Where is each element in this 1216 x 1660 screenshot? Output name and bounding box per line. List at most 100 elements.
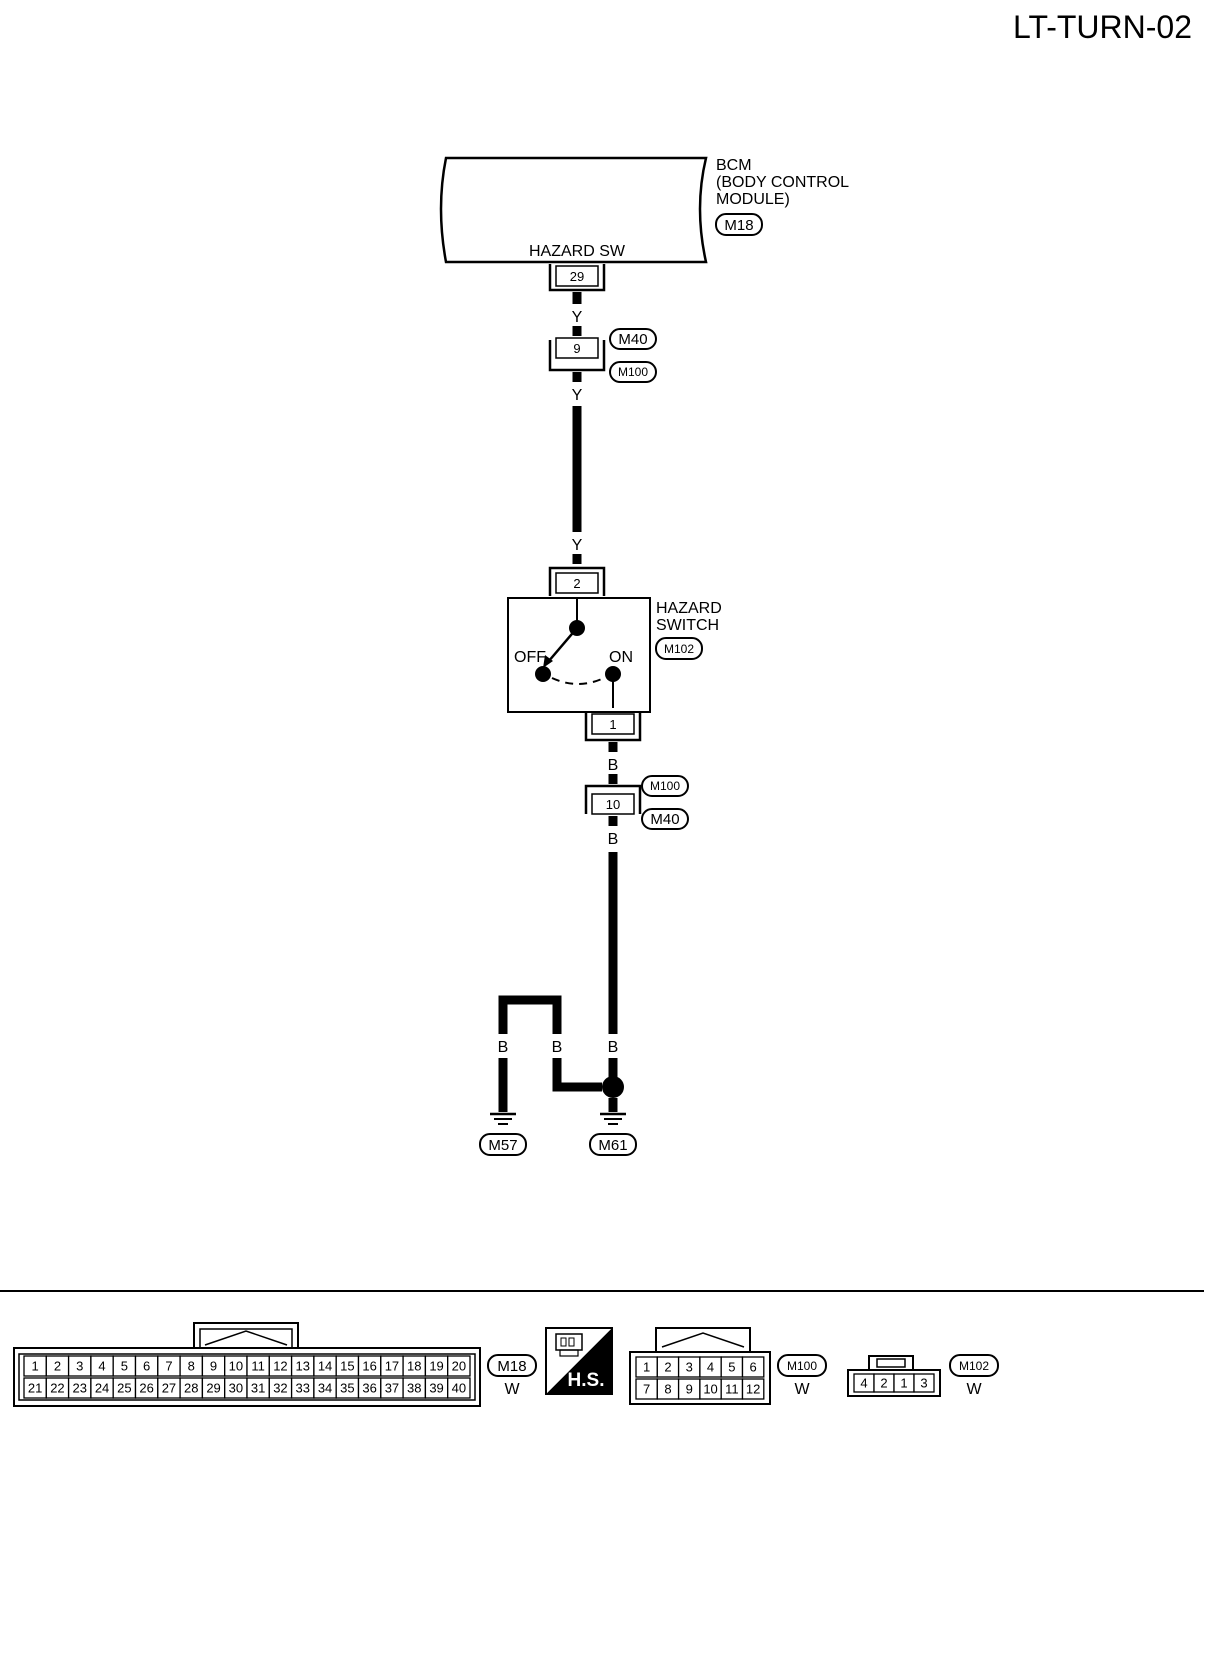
m18-pin-label: 1 xyxy=(32,1359,39,1374)
m18-pin-label: 10 xyxy=(229,1359,243,1374)
wire-y-segment-2[interactable]: Y Y xyxy=(572,372,583,564)
wire-color-label-b-3: B xyxy=(608,1039,619,1056)
hazard-switch-connector-badge[interactable]: M102 xyxy=(655,637,703,660)
m18-pin-32[interactable]: 32 xyxy=(268,1377,293,1399)
m18-pin-label: 29 xyxy=(206,1381,220,1396)
m18-pin-label: 19 xyxy=(429,1359,443,1374)
m18-pin-36[interactable]: 36 xyxy=(357,1377,382,1399)
m100-pin-1[interactable]: 1 xyxy=(635,1356,658,1378)
m18-pin-40[interactable]: 40 xyxy=(447,1377,471,1399)
m18-pin-23[interactable]: 23 xyxy=(67,1377,92,1399)
m18-pin-30[interactable]: 30 xyxy=(224,1377,248,1399)
hazard-switch-pin-top[interactable]: 2 xyxy=(548,566,606,596)
m18-pin-24[interactable]: 24 xyxy=(90,1377,114,1399)
m18-pin-33[interactable]: 33 xyxy=(290,1377,315,1399)
hazard-switch-pin-bottom[interactable]: 1 xyxy=(584,712,642,742)
wire-color-label-b-5: B xyxy=(552,1039,563,1056)
m18-pin-19[interactable]: 19 xyxy=(424,1355,449,1377)
m18-pin-37[interactable]: 37 xyxy=(380,1377,404,1399)
m100-pin-label: 10 xyxy=(703,1382,717,1397)
m18-pin-8[interactable]: 8 xyxy=(179,1355,204,1377)
m18-pin-31[interactable]: 31 xyxy=(246,1377,270,1399)
m100-pin-11[interactable]: 11 xyxy=(720,1378,744,1400)
m100-pin-10[interactable]: 10 xyxy=(699,1378,722,1400)
wire-y-segment-1[interactable]: Y xyxy=(572,292,583,336)
m18-pin-25[interactable]: 25 xyxy=(112,1377,137,1399)
m18-pin-1[interactable]: 1 xyxy=(23,1355,47,1377)
bcm-name-line-2: (BODY CONTROL xyxy=(716,174,849,191)
m18-pin-35[interactable]: 35 xyxy=(335,1377,360,1399)
m18-pin-26[interactable]: 26 xyxy=(134,1377,159,1399)
m18-pin-38[interactable]: 38 xyxy=(402,1377,427,1399)
m100-view-color: W xyxy=(794,1381,810,1398)
bcm-module[interactable]: BCM (BODY CONTROL MODULE) M18 HAZARD SW xyxy=(439,156,849,264)
m102-pin-label: 3 xyxy=(920,1376,927,1391)
m18-pin-10[interactable]: 10 xyxy=(224,1355,248,1377)
m18-pin-28[interactable]: 28 xyxy=(179,1377,204,1399)
m18-pin-39[interactable]: 39 xyxy=(424,1377,449,1399)
m100-pin-3[interactable]: 3 xyxy=(677,1356,701,1378)
m18-pin-13[interactable]: 13 xyxy=(290,1355,315,1377)
joint-connector-top[interactable]: 9 M40 M100 xyxy=(548,328,657,383)
m18-pin-22[interactable]: 22 xyxy=(45,1377,70,1399)
m100-pin-label: 8 xyxy=(664,1382,671,1397)
m18-pin-20[interactable]: 20 xyxy=(447,1355,471,1377)
wire-color-label-y-2: Y xyxy=(572,387,583,404)
bcm-terminal-29[interactable]: 29 xyxy=(548,264,606,292)
m18-pin-7[interactable]: 7 xyxy=(157,1355,181,1377)
hazard-switch[interactable]: 2 OFF ON HAZARD SWITCH M102 1 xyxy=(507,566,722,742)
m18-pin-label: 4 xyxy=(98,1359,105,1374)
joint-bottom-connector-badge-2[interactable]: M40 xyxy=(641,808,689,830)
m100-pin-6[interactable]: 6 xyxy=(741,1356,765,1378)
m100-pin-5[interactable]: 5 xyxy=(720,1356,744,1378)
m102-pin-1[interactable]: 1 xyxy=(893,1373,915,1393)
m100-pin-9[interactable]: 9 xyxy=(677,1378,701,1400)
m18-pin-16[interactable]: 16 xyxy=(357,1355,382,1377)
wire-b-segment-2[interactable]: B B xyxy=(608,816,619,1080)
switch-off-label: OFF xyxy=(514,649,546,666)
m100-pin-4[interactable]: 4 xyxy=(699,1356,722,1378)
joint-top-connector-badge-1[interactable]: M40 xyxy=(609,328,657,350)
m100-pin-label: 4 xyxy=(707,1360,714,1375)
m18-pin-4[interactable]: 4 xyxy=(90,1355,114,1377)
m102-pin-4[interactable]: 4 xyxy=(853,1373,875,1393)
m18-pin-15[interactable]: 15 xyxy=(335,1355,360,1377)
m18-pin-label: 27 xyxy=(162,1381,176,1396)
m18-pin-29[interactable]: 29 xyxy=(201,1377,226,1399)
m18-pin-18[interactable]: 18 xyxy=(402,1355,427,1377)
m102-pin-2[interactable]: 2 xyxy=(873,1373,895,1393)
m18-pin-9[interactable]: 9 xyxy=(201,1355,226,1377)
m18-pin-6[interactable]: 6 xyxy=(134,1355,159,1377)
wire-b-ground-loop[interactable]: B B xyxy=(498,995,624,1112)
m18-pin-12[interactable]: 12 xyxy=(268,1355,293,1377)
wire-b-segment-1[interactable]: B xyxy=(608,742,619,784)
m18-pin-11[interactable]: 11 xyxy=(246,1355,270,1377)
m102-pin-label: 4 xyxy=(860,1376,867,1391)
m18-pin-5[interactable]: 5 xyxy=(112,1355,137,1377)
m100-pin-12[interactable]: 12 xyxy=(741,1378,765,1400)
m18-view-id: M18 xyxy=(497,1358,526,1375)
m18-pin-3[interactable]: 3 xyxy=(67,1355,92,1377)
m100-pin-7[interactable]: 7 xyxy=(635,1378,658,1400)
m100-pin-2[interactable]: 2 xyxy=(656,1356,680,1378)
m18-pin-label: 9 xyxy=(210,1359,217,1374)
m18-pin-14[interactable]: 14 xyxy=(313,1355,337,1377)
joint-top-connector-badge-2[interactable]: M100 xyxy=(609,361,657,383)
joint-connector-bottom[interactable]: 10 M100 M40 xyxy=(584,775,689,830)
ground-m57[interactable]: M57 xyxy=(479,1112,527,1156)
joint-top-connector-id-2: M100 xyxy=(618,365,648,379)
m100-pin-8[interactable]: 8 xyxy=(656,1378,680,1400)
m18-pin-17[interactable]: 17 xyxy=(380,1355,404,1377)
m18-pin-27[interactable]: 27 xyxy=(157,1377,181,1399)
ground-m61[interactable]: M61 xyxy=(589,1112,637,1156)
m18-pin-label: 37 xyxy=(385,1381,399,1396)
bcm-connector-badge[interactable]: M18 xyxy=(715,213,763,236)
m18-pin-2[interactable]: 2 xyxy=(45,1355,70,1377)
m102-pin-3[interactable]: 3 xyxy=(913,1373,935,1393)
m18-pin-21[interactable]: 21 xyxy=(23,1377,47,1399)
m18-pin-34[interactable]: 34 xyxy=(313,1377,337,1399)
joint-bottom-connector-badge-1[interactable]: M100 xyxy=(641,775,689,797)
